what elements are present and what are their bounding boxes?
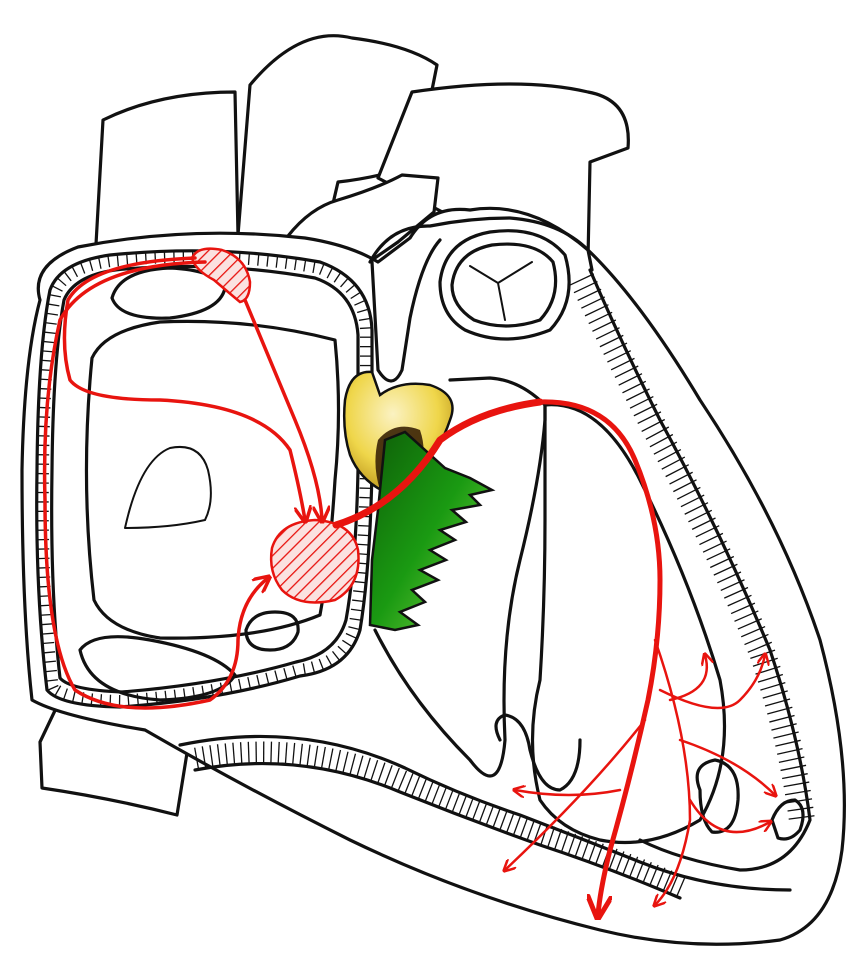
ventricle-floor-hatch-line — [271, 742, 272, 764]
atrial-wall-hatch-line — [41, 624, 53, 625]
atrial-wall-hatch-line — [360, 328, 372, 329]
atrial-wall-hatch-line — [42, 633, 54, 634]
av-node — [271, 520, 358, 602]
atrial-wall-hatch-line — [248, 253, 249, 265]
atrial-wall-hatch-line — [358, 535, 370, 536]
atrial-wall-hatch-line — [357, 544, 369, 545]
atrial-wall-hatch-line — [128, 694, 129, 706]
ventricle-floor-hatch-line — [248, 742, 249, 764]
atrial-wall-hatch-line — [358, 526, 370, 527]
